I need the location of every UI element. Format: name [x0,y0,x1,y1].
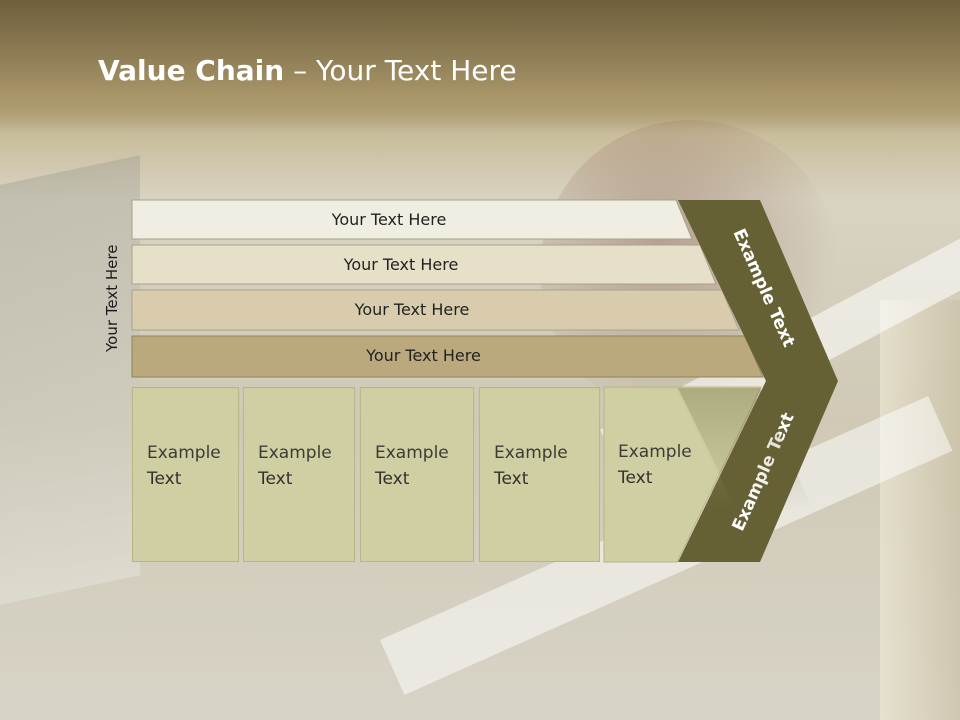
bar-label: Your Text Here [366,346,481,365]
column-3: Example Text [360,387,474,562]
reflection-shapes [131,388,838,563]
column-4: Example Text [479,387,600,562]
background-photo-post [880,300,960,720]
column-1: Example Text [132,387,239,562]
chevron-lower-shape [678,381,838,562]
slide-title: Value Chain – Your Text Here [98,54,517,87]
bar-3: Your Text Here [132,290,722,329]
bar-2-shape [131,244,717,285]
reflection-column [478,388,601,563]
column-label: Example Text [494,440,594,492]
column-2: Example Text [243,387,355,562]
reflection-column [131,388,240,563]
bar-label: Your Text Here [331,210,447,229]
bar-2: Your Text Here [132,245,700,284]
column-label: Example Text [258,440,358,492]
header-band [0,0,960,130]
bar-label: Your Text Here [343,255,459,274]
column-5-shape [603,386,762,563]
reflection-column [242,388,356,563]
bar-label: Your Text Here [354,300,470,319]
title-bold: Value Chain [98,54,285,87]
reflection-chevron [678,388,838,563]
column-label: Example Text [618,439,718,491]
reflection [0,388,960,563]
bar-4-shape [131,335,764,378]
column-5: Example Text [604,387,704,562]
chevron-upper-shape [678,200,838,381]
bar-4: Your Text Here [132,336,745,375]
reflection-column [359,388,475,563]
title-rest: – Your Text Here [284,54,517,87]
bar-3-shape [131,289,740,331]
bar-1: Your Text Here [132,200,676,239]
bar-1-shape [131,199,693,240]
reflection-column [603,388,762,563]
column-label: Example Text [147,440,247,492]
column-label: Example Text [375,440,475,492]
